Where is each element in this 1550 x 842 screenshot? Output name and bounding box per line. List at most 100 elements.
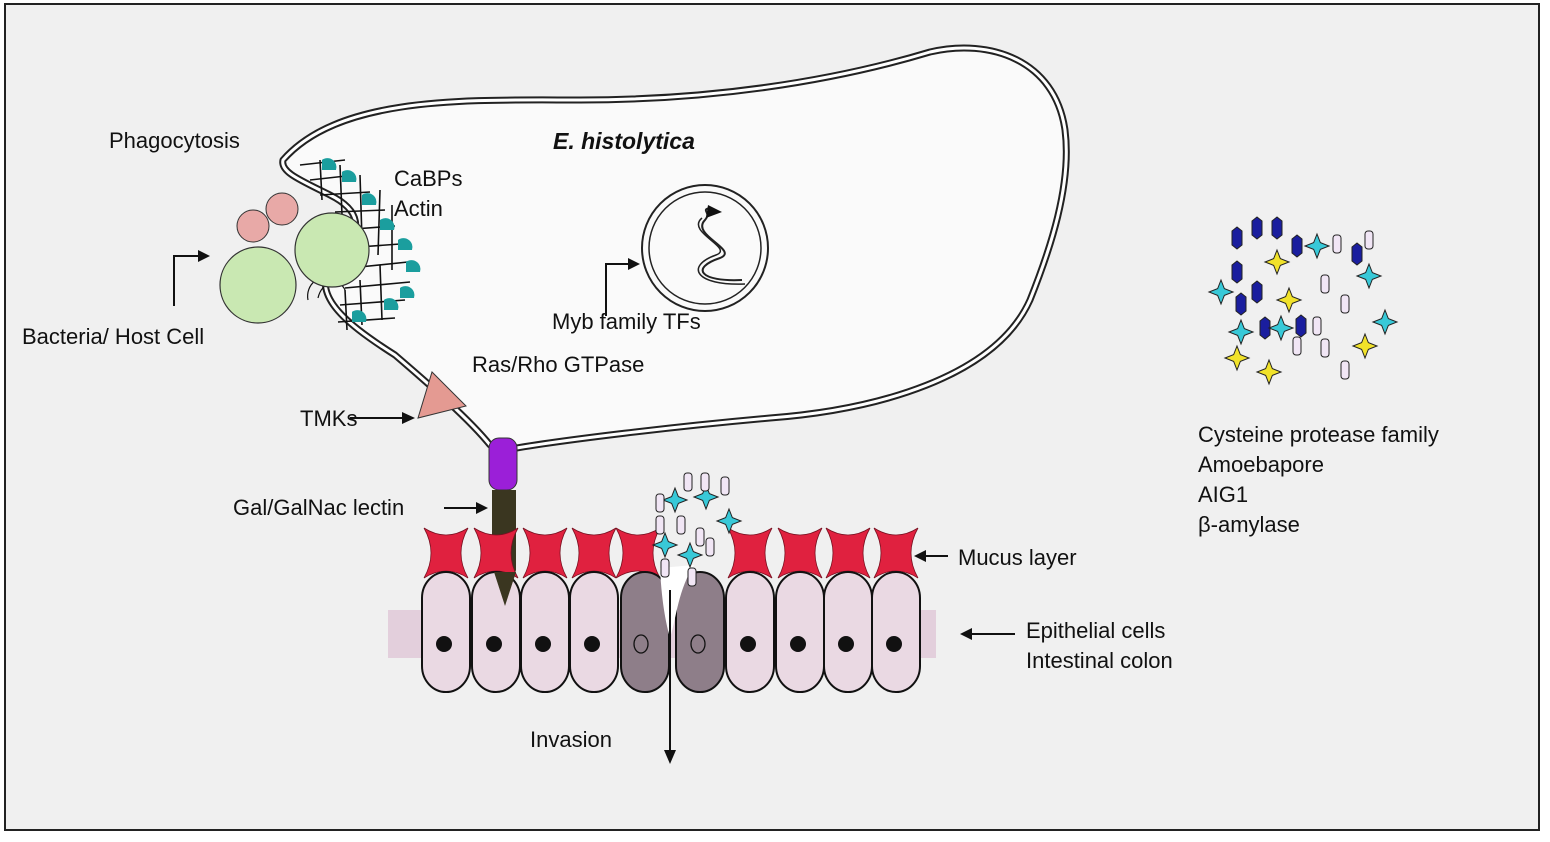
- lilac-protein: [1340, 360, 1350, 380]
- cell-nucleus: [886, 636, 902, 652]
- amoebapore-pill: [655, 515, 665, 535]
- secreted-proteins: [651, 472, 743, 587]
- amoebapore-pill: [705, 537, 715, 557]
- epithelial-cell: [471, 571, 521, 693]
- host-cells: [219, 192, 370, 324]
- amoebapore-pill: [676, 515, 686, 535]
- lilac-protein: [1364, 230, 1374, 250]
- epithelial-cell: [725, 571, 775, 693]
- cyan-protein-star: [1303, 232, 1331, 260]
- lilac-protein: [1332, 234, 1342, 254]
- epithelial-cell: [871, 571, 921, 693]
- navy-protein: [1295, 314, 1307, 338]
- mucus-droplet: [423, 527, 469, 579]
- ras-rho-label: Ras/Rho GTPase: [472, 352, 644, 377]
- arrowheads: [198, 250, 972, 764]
- phagocytosis-label: Phagocytosis: [109, 128, 240, 153]
- navy-protein: [1259, 316, 1271, 340]
- cysteine-protease-star: [715, 507, 743, 535]
- navy-protein: [1291, 234, 1303, 258]
- cyan-protein-star: [1227, 318, 1255, 346]
- cell-nucleus: [486, 636, 502, 652]
- cell-nucleus: [535, 636, 551, 652]
- amoebapore-pill: [695, 527, 705, 547]
- yellow-protein-star: [1275, 286, 1303, 314]
- lilac-protein: [1312, 316, 1322, 336]
- epithelial-cell: [775, 571, 825, 693]
- cell-nucleus: [790, 636, 806, 652]
- navy-protein: [1271, 216, 1283, 240]
- actin-label: Actin: [394, 196, 443, 221]
- mucus-droplet: [873, 527, 919, 579]
- cyan-protein-star: [1371, 308, 1399, 336]
- cell-nucleus: [838, 636, 854, 652]
- lilac-protein: [1320, 338, 1330, 358]
- yellow-protein-star: [1263, 248, 1291, 276]
- yellow-protein-star: [1223, 344, 1251, 372]
- mucus-droplet: [777, 527, 823, 579]
- virulence-factor-label: Cysteine protease family: [1198, 422, 1439, 447]
- tmk-shape: [417, 371, 467, 419]
- cell-nucleus-outline: [633, 634, 649, 654]
- actin-cytoskeleton: [299, 159, 411, 331]
- epithelial-cell: [569, 571, 619, 693]
- organism-title: E. histolytica: [553, 128, 695, 154]
- amoebapore-pill: [687, 567, 697, 587]
- navy-protein: [1231, 260, 1243, 284]
- yellow-protein-star: [1351, 332, 1379, 360]
- cysteine-protease-star: [692, 483, 720, 511]
- bacteria-host-cell-label: Bacteria/ Host Cell: [22, 324, 204, 349]
- virulence-factor-label: Amoebapore: [1198, 452, 1324, 477]
- virulence-factor-label: β-amylase: [1198, 512, 1300, 537]
- cell-nucleus: [584, 636, 600, 652]
- cyan-protein-star: [1207, 278, 1235, 306]
- mucus-layer: [423, 527, 919, 579]
- epithelial-cell: [421, 571, 471, 693]
- cyan-protein-star: [1355, 262, 1383, 290]
- navy-protein: [1351, 242, 1363, 266]
- mucus-droplet: [727, 527, 773, 579]
- dying-cell: [675, 571, 725, 693]
- bacteria-arrow: [173, 255, 200, 306]
- mucus-droplet: [522, 527, 568, 579]
- amoebapore-pill: [720, 476, 730, 496]
- amoebapore-pill: [683, 472, 693, 492]
- lilac-protein: [1340, 294, 1350, 314]
- intestinal-colon-label: Intestinal colon: [1026, 648, 1173, 673]
- epithelial-cell: [823, 571, 873, 693]
- cabp-caps: [322, 158, 421, 322]
- virulence-factor-cluster: [1207, 216, 1399, 386]
- lectin-tip: [494, 572, 516, 606]
- invasion-label: Invasion: [530, 727, 612, 752]
- mucus-droplet: [825, 527, 871, 579]
- invasion-gap: [660, 565, 694, 638]
- myb-arrow: [605, 263, 630, 316]
- amoebapore-pill: [655, 493, 665, 513]
- cysteine-protease-star: [651, 531, 679, 559]
- lilac-protein: [1292, 336, 1302, 356]
- lectin: [488, 437, 518, 612]
- cabps-label: CaBPs: [394, 166, 462, 191]
- navy-protein: [1235, 292, 1247, 316]
- tmks-label: TMKs: [300, 406, 357, 431]
- virulence-factor-label: AIG1: [1198, 482, 1248, 507]
- navy-protein: [1251, 280, 1263, 304]
- myb-label: Myb family TFs: [552, 309, 701, 334]
- amoebapore-pill: [700, 472, 710, 492]
- arrows: [173, 255, 1015, 756]
- epithelial-cells: [421, 571, 921, 693]
- cyan-protein-star: [1267, 314, 1295, 342]
- nucleus: [641, 184, 769, 312]
- cell-nucleus: [436, 636, 452, 652]
- cysteine-protease-star: [676, 541, 704, 569]
- lectin-label: Gal/GalNac lectin: [233, 495, 404, 520]
- mucus-droplet: [571, 527, 617, 579]
- cell-nucleus-outline: [690, 634, 706, 654]
- navy-protein: [1231, 226, 1243, 250]
- navy-protein: [1251, 216, 1263, 240]
- amoebapore-pill: [660, 558, 670, 578]
- cell-nucleus: [740, 636, 756, 652]
- mucus-droplet: [473, 527, 519, 579]
